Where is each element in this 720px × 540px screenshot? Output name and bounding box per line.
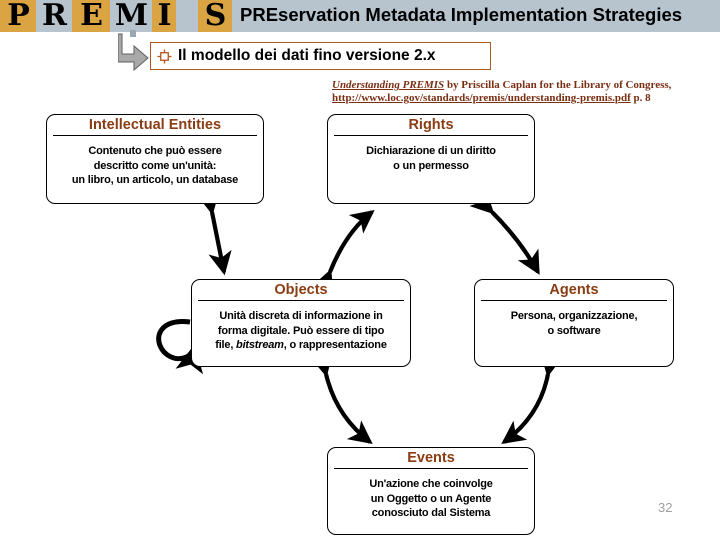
entity-body-line: descritto come un'unità:	[93, 159, 217, 172]
header-banner: P R E M I S PREservation Metadata Implem…	[0, 0, 720, 37]
entity-title-agents: Agents	[549, 282, 599, 298]
citation-attribution: by Priscilla Caplan for the Library of C…	[444, 79, 672, 91]
arrow-objects-rights	[311, 209, 375, 296]
entity-body-line: o un permesso	[393, 159, 469, 172]
logo-letter-s: S	[198, 0, 232, 32]
entity-box-rights[interactable]: Rights Dichiarazione di un diritto o un …	[327, 114, 535, 204]
entity-title-events: Events	[407, 450, 455, 466]
entity-body-objects: Unità discreta di informazione in forma …	[192, 301, 410, 353]
logo-dot-accent	[130, 30, 136, 37]
slide-title-text: Il modello dei dati fino versione 2.x	[178, 47, 436, 64]
entity-box-events[interactable]: Events Un'azione che coinvolge un Oggett…	[327, 447, 535, 535]
banner-title: PREservation Metadata Implementation Str…	[240, 4, 683, 25]
elbow-arrow-icon	[118, 33, 149, 72]
entity-body-rights: Dichiarazione di un diritto o un permess…	[328, 136, 534, 173]
target-crosshair-icon	[157, 48, 172, 64]
citation-page-ref: p. 8	[630, 92, 651, 104]
entity-body-line: Dichiarazione di un diritto	[366, 145, 496, 158]
entity-divider	[481, 300, 667, 302]
objects-line3-italic: bitstream	[236, 339, 284, 352]
entity-divider	[53, 135, 257, 137]
arrow-objects-events	[309, 351, 373, 445]
arrow-objects-self-loop	[156, 319, 203, 375]
entity-body-events: Un'azione che coinvolge un Oggetto o un …	[328, 469, 534, 521]
entity-divider	[198, 300, 404, 302]
entity-body-line: conosciuto dal Sistema	[371, 507, 491, 520]
citation-block: Understanding PREMIS by Priscilla Caplan…	[332, 79, 720, 105]
citation-source-title: Understanding PREMIS	[332, 79, 445, 91]
entity-box-objects[interactable]: Objects Unità discreta di informazione i…	[191, 279, 411, 367]
arrow-intellectual-objects	[196, 189, 232, 276]
logo-letter-p: P	[0, 0, 36, 32]
logo-letter-i: I	[152, 0, 176, 32]
citation-url[interactable]: http://www.loc.gov/standards/premis/unde…	[332, 92, 631, 104]
objects-line3-pre: file,	[215, 339, 237, 352]
entity-body-intellectual-entities: Contenuto che può essere descritto come …	[47, 136, 263, 188]
entity-title-objects: Objects	[274, 282, 328, 298]
entity-body-line: un libro, un articolo, un database	[71, 174, 239, 187]
entity-body-line: un Oggetto o un Agente	[370, 492, 492, 505]
logo-letter-e: E	[72, 0, 110, 32]
page-number: 32	[658, 500, 673, 515]
entity-body-line: forma digitale. Può essere di tipo	[217, 324, 385, 337]
logo-letter-m: M	[110, 0, 152, 32]
entity-title-intellectual-entities: Intellectual Entities	[88, 117, 222, 133]
entity-body-line: Unità discreta di informazione in	[219, 310, 383, 323]
premis-logo: P R E M I S	[0, 0, 232, 37]
arrow-rights-agents	[469, 189, 540, 275]
logo-spacer-block	[176, 0, 198, 32]
entity-box-intellectual-entities[interactable]: Intellectual Entities Contenuto che può …	[46, 114, 264, 204]
entity-body-line: Persona, organizzazione,	[510, 310, 638, 323]
entity-body-line: Un'azione che coinvolge	[369, 478, 493, 491]
entity-divider	[334, 468, 528, 470]
entity-body-line: Contenuto che può essere	[88, 145, 222, 158]
entity-title-rights: Rights	[408, 117, 454, 133]
arrow-agents-events	[501, 351, 564, 444]
entity-divider	[334, 135, 528, 137]
objects-line3-post: , o rappresentazione	[283, 339, 387, 352]
entity-box-agents[interactable]: Agents Persona, organizzazione, o softwa…	[474, 279, 674, 367]
entity-body-line: file, bitstream, o rappresentazione	[196, 338, 406, 353]
slide-title-box: Il modello dei dati fino versione 2.x	[150, 42, 491, 70]
entity-body-agents: Persona, organizzazione, o software	[475, 301, 673, 338]
entity-body-line: o software	[547, 324, 601, 337]
logo-letter-r: R	[36, 0, 72, 32]
